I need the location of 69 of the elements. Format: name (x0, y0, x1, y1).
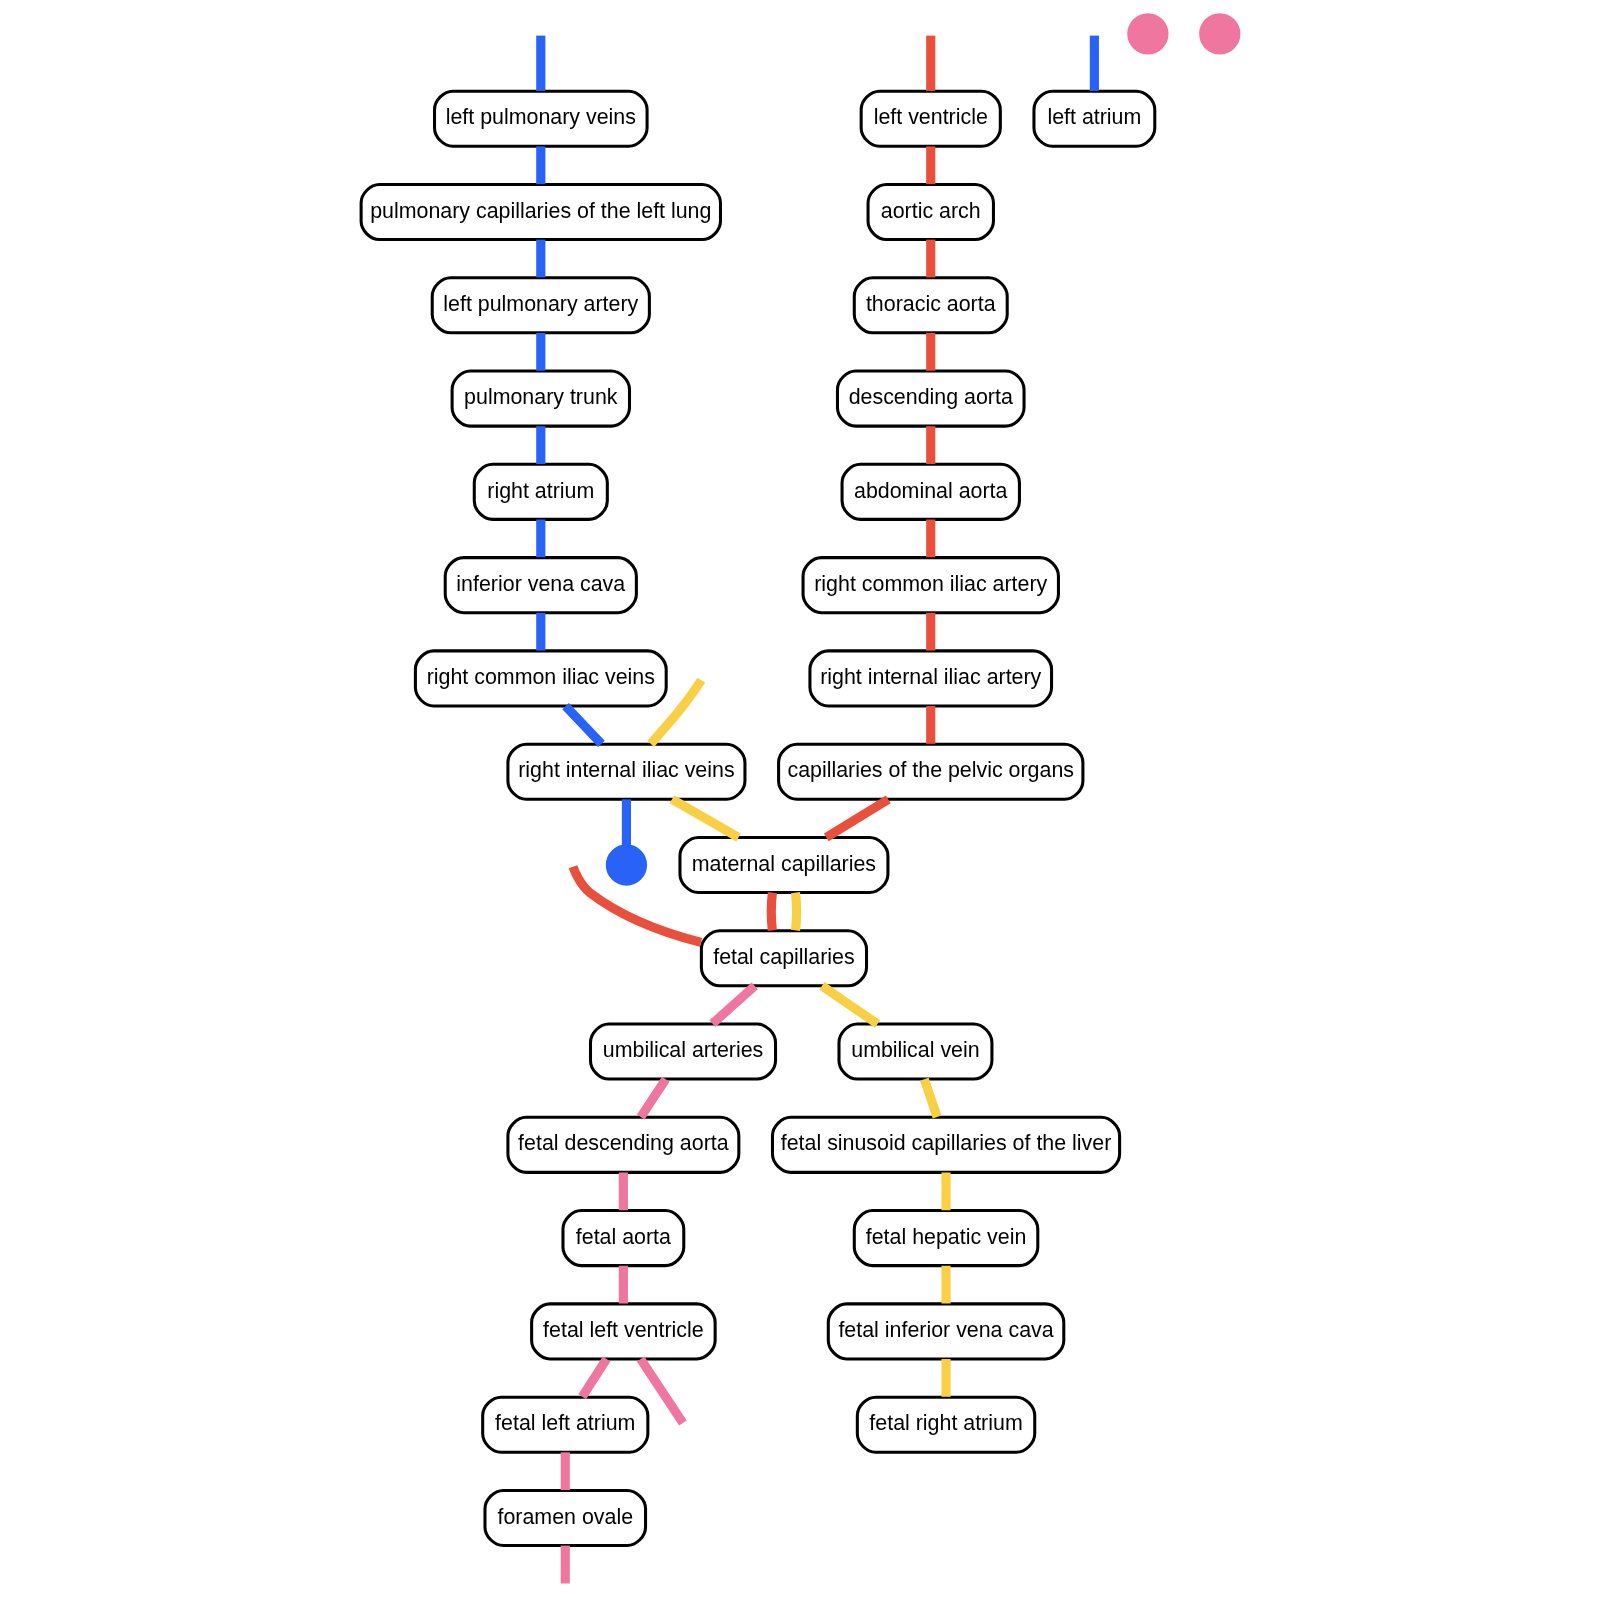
node-box: foramen ovale (483, 1488, 648, 1547)
node-box: right common iliac veins (413, 649, 668, 708)
connector (941, 1172, 951, 1211)
connector (560, 1545, 570, 1584)
connector (926, 706, 936, 744)
node-box: right internal iliac veins (506, 742, 747, 801)
connector (926, 332, 936, 371)
node-box: right internal iliac artery (808, 649, 1054, 708)
node-box: fetal aorta (561, 1209, 686, 1268)
node-box: capillaries of the pelvic organs (777, 742, 1085, 801)
node-box: pulmonary trunk (450, 369, 631, 428)
node-box: fetal descending aorta (506, 1115, 741, 1174)
connector (621, 799, 631, 846)
node-box: fetal left atrium (481, 1395, 650, 1454)
connector (819, 982, 881, 1028)
connector (647, 677, 706, 747)
node-circle (1127, 13, 1169, 55)
connector (568, 865, 703, 947)
connector (926, 146, 936, 185)
node-box: right atrium (472, 462, 609, 521)
node-box: left pulmonary artery (430, 276, 651, 335)
node-box: maternal capillaries (678, 835, 890, 895)
node-box: left pulmonary veins (433, 89, 649, 148)
node-box: descending aorta (835, 369, 1026, 428)
connector (926, 426, 936, 464)
connector (790, 892, 802, 931)
connector (536, 332, 546, 371)
connector (709, 982, 758, 1028)
node-box: fetal left ventricle (530, 1302, 717, 1361)
connector (926, 35, 936, 91)
node-circle (1199, 13, 1241, 55)
connector (919, 1077, 942, 1119)
node-box: right common iliac artery (801, 556, 1060, 615)
node-box: abdominal aorta (840, 462, 1021, 521)
connector (536, 612, 546, 651)
connector (562, 702, 605, 747)
connector (578, 1356, 611, 1400)
connector (941, 1265, 951, 1304)
connector (618, 1265, 628, 1304)
node-box: left atrium (1032, 89, 1157, 148)
connector (536, 519, 546, 558)
node-box: fetal sinusoid capillaries of the liver (770, 1115, 1122, 1174)
connector (926, 612, 936, 651)
connector (636, 1076, 670, 1120)
node-box: pulmonary capillaries of the left lung (359, 182, 722, 242)
node-box: left ventricle (859, 89, 1002, 148)
connector (536, 239, 546, 278)
node-box: inferior vena cava (443, 556, 638, 615)
node-box: umbilical arteries (588, 1022, 778, 1081)
node-box: umbilical vein (837, 1022, 994, 1081)
node-box: fetal capillaries (699, 929, 869, 988)
connector (536, 426, 546, 464)
node-box: fetal right atrium (855, 1395, 1037, 1454)
connector (560, 1452, 570, 1491)
node-circle (605, 844, 648, 886)
connector (1089, 35, 1099, 91)
node-box: fetal hepatic vein (852, 1209, 1040, 1268)
connector (536, 146, 546, 185)
connector (669, 795, 741, 842)
node-box: fetal inferior vena cava (826, 1302, 1066, 1361)
node-box: aortic arch (866, 182, 995, 242)
node-box: thoracic aorta (852, 276, 1009, 335)
connector (941, 1359, 951, 1397)
connector (926, 519, 936, 558)
connector (766, 892, 777, 931)
connector (926, 239, 936, 278)
connector (618, 1172, 628, 1211)
connector (536, 35, 546, 91)
connector (636, 1356, 687, 1426)
